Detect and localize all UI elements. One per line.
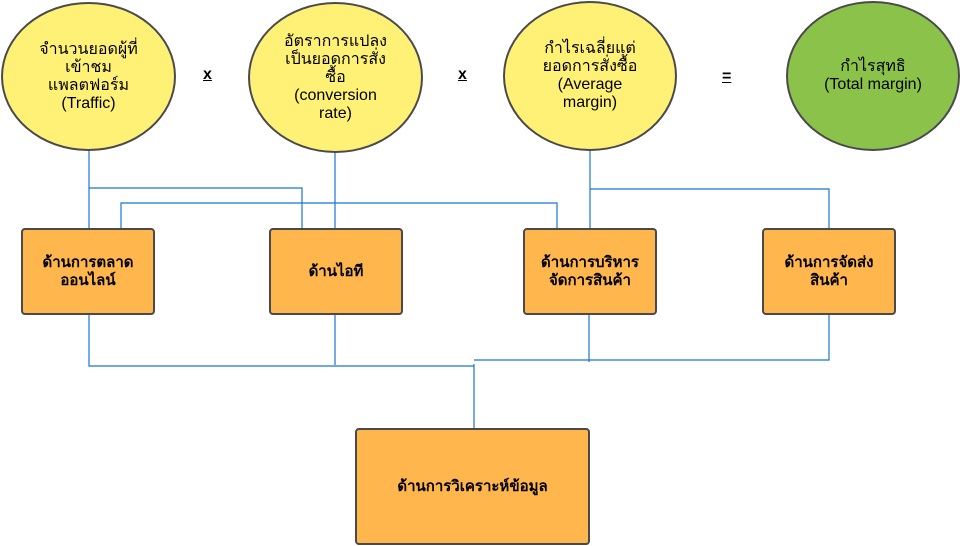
circle-line: (Traffic)	[61, 94, 116, 112]
traffic-circle: จำนวนยอดผู้ที่ เข้าชม แพลตฟอร์ม (Traffic…	[1, 2, 176, 151]
circle-line: จำนวนยอดผู้ที่	[39, 40, 138, 58]
shipping-box: ด้านการจัดส่ง สินค้า	[762, 228, 896, 315]
conversion-circle: อัตราการแปลง เป็นยอดการสั่ง ซื้อ (conver…	[248, 2, 423, 153]
circle-line: ซื้อ	[325, 68, 346, 86]
it-box: ด้านไอที	[269, 228, 403, 315]
connector-marketing-bottom	[88, 314, 474, 367]
box-line: ด้านการจัดส่ง	[784, 253, 874, 271]
box-line: ออนไลน์	[60, 271, 116, 289]
circle-line: เป็นยอดการสั่ง	[285, 50, 386, 68]
circle-line: rate)	[319, 104, 352, 122]
average-margin-circle: กำไรเฉลี่ยแต่ ยอดการสั่งซื้อ (Average ma…	[503, 1, 677, 151]
connector-shipping-bottom	[474, 314, 830, 361]
circle-line: อัตราการแปลง	[284, 32, 387, 50]
total-margin-circle: กำไรสุทธิ (Total margin)	[786, 1, 960, 151]
multiply-operator: x	[203, 66, 212, 83]
circle-line: แพลตฟอร์ม	[47, 76, 130, 94]
circle-line: (Total margin)	[824, 76, 922, 93]
circle-line: (Average	[557, 76, 623, 93]
connector-marketing-product	[120, 202, 558, 228]
box-line: ด้านไอที	[308, 262, 364, 280]
box-line: จัดการสินค้า	[549, 271, 631, 289]
multiply-operator: x	[458, 66, 467, 83]
circle-line: ยอดการสั่งซื้อ	[542, 58, 638, 75]
data-analytics-box: ด้านการวิเคราะห์ข้อมูล	[355, 428, 590, 545]
product-management-box: ด้านการบริหาร จัดการสินค้า	[523, 228, 657, 315]
connector-traffic-it	[89, 187, 303, 228]
circle-line: กำไรเฉลี่ยแต่	[544, 40, 636, 57]
box-line: ด้านการตลาด	[42, 253, 134, 271]
circle-line: margin)	[562, 94, 618, 111]
connector-margin-shipping	[590, 188, 830, 228]
box-line: ด้านการบริหาร	[541, 253, 639, 271]
circle-line: กำไรสุทธิ	[840, 58, 906, 75]
marketing-box: ด้านการตลาด ออนไลน์	[21, 228, 155, 315]
circle-line: (conversion	[294, 86, 377, 104]
equals-operator: =	[722, 68, 732, 85]
circle-line: เข้าชม	[65, 58, 112, 76]
box-line: ด้านการวิเคราะห์ข้อมูล	[397, 477, 548, 495]
box-line: สินค้า	[810, 271, 848, 289]
